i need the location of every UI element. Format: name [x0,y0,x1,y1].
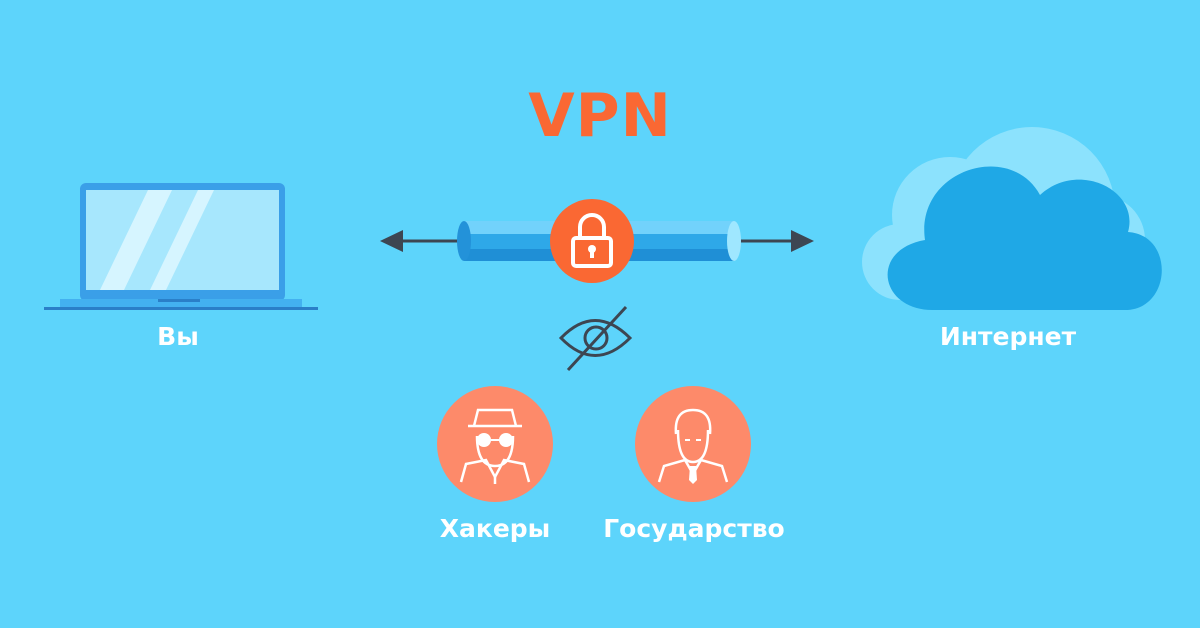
laptop-icon [44,183,318,310]
crossed-eye-icon [558,305,633,372]
internet-label: Интернет [939,322,1077,351]
you-label: Вы [157,322,199,351]
diagram-title: VPN [528,81,672,151]
official-icon [635,386,751,502]
left-arrow [380,230,463,252]
cloud-icon [862,127,1162,311]
spy-icon [437,386,553,502]
padlock-icon [550,199,634,283]
hackers-label: Хакеры [439,514,551,543]
state-label: Государство [603,514,785,543]
right-arrow [733,230,814,252]
